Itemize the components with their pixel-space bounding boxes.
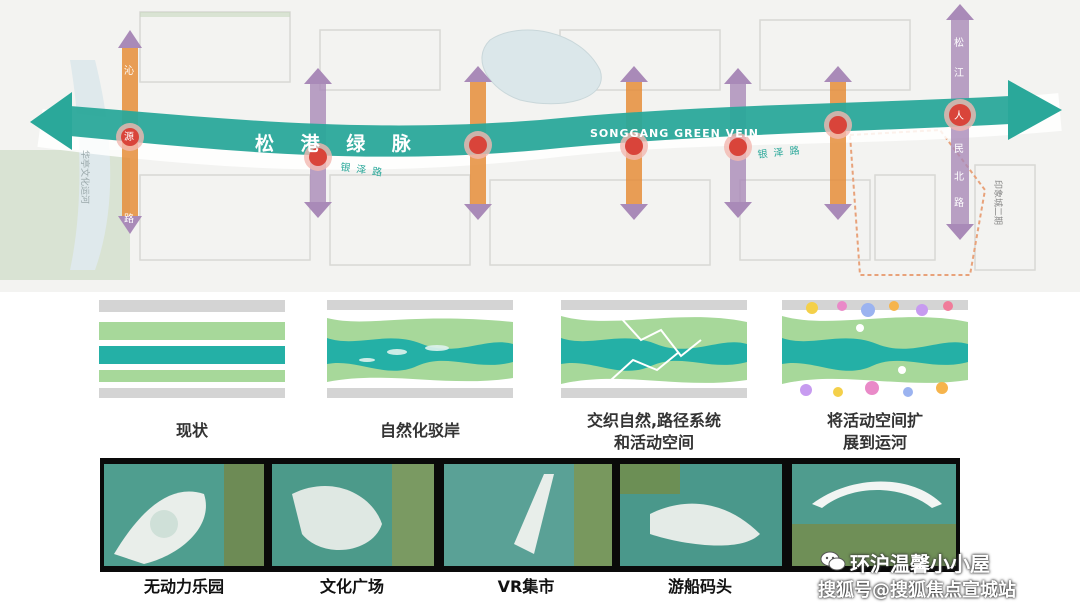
node-label-right-2: 江 — [954, 67, 964, 79]
photo-label-vr-market: VR集市 — [497, 577, 555, 596]
node-label-right-5: 北 — [954, 171, 964, 183]
stage-label-woven-paths: 交织自然,路径系统 和活动空间 — [586, 411, 722, 452]
photo-label-boat-dock: 游船码头 — [667, 577, 732, 596]
stage-diagram-woven-paths — [561, 300, 747, 398]
node-label-right-4: 民 — [954, 143, 964, 155]
vein-arrow-head-left — [30, 92, 72, 150]
node-label-right-3: 人 — [954, 110, 964, 122]
watermark-source: 搜狐号@搜狐焦点宣城站 — [818, 580, 1016, 601]
node-markers — [116, 99, 976, 171]
node-label-right-1: 松 — [954, 36, 964, 49]
vein-title-cn: 松 港 绿 脉 — [255, 132, 421, 155]
photo-label-playground: 无动力乐园 — [143, 577, 224, 596]
stage-label-extend-activity: 将活动空间扩 展到运河 — [826, 411, 923, 452]
rendering-vr-market — [444, 464, 612, 566]
stage-diagram-natural-bank — [327, 300, 513, 398]
rendering-culture-plaza — [272, 464, 434, 566]
node-label-left-1: 沁 — [124, 65, 134, 77]
node-label-left-3: 路 — [124, 212, 134, 225]
rendering-boat-dock — [620, 464, 782, 566]
wechat-icon — [820, 551, 846, 571]
stage-label-existing: 现状 — [175, 421, 208, 440]
block-label: 印象城二期 — [992, 180, 1004, 225]
rendering-canal-bridge — [792, 464, 956, 566]
vein-arrow-head-right — [1008, 80, 1062, 140]
vein-title-en: SONGGANG GREEN VEIN — [590, 127, 759, 140]
green-vein-band — [70, 96, 1010, 157]
rendering-strip — [100, 458, 960, 572]
master-plan-map: 松 港 绿 脉 SONGGANG GREEN VEIN 银泽路 银泽路 沁 源 … — [0, 0, 1080, 292]
canal-side-text: 华亭文化运河 — [79, 150, 91, 204]
node-label-right-6: 路 — [954, 196, 964, 209]
node-label-left-2: 源 — [124, 130, 134, 143]
watermark-account: 环沪温馨小小屋 — [850, 552, 990, 576]
photo-label-culture-plaza: 文化广场 — [319, 577, 384, 596]
rendering-playground — [104, 464, 264, 566]
stage-label-natural-bank: 自然化驳岸 — [379, 421, 460, 440]
stage-diagram-existing — [99, 300, 285, 398]
stage-diagram-extend-activity — [782, 300, 968, 398]
